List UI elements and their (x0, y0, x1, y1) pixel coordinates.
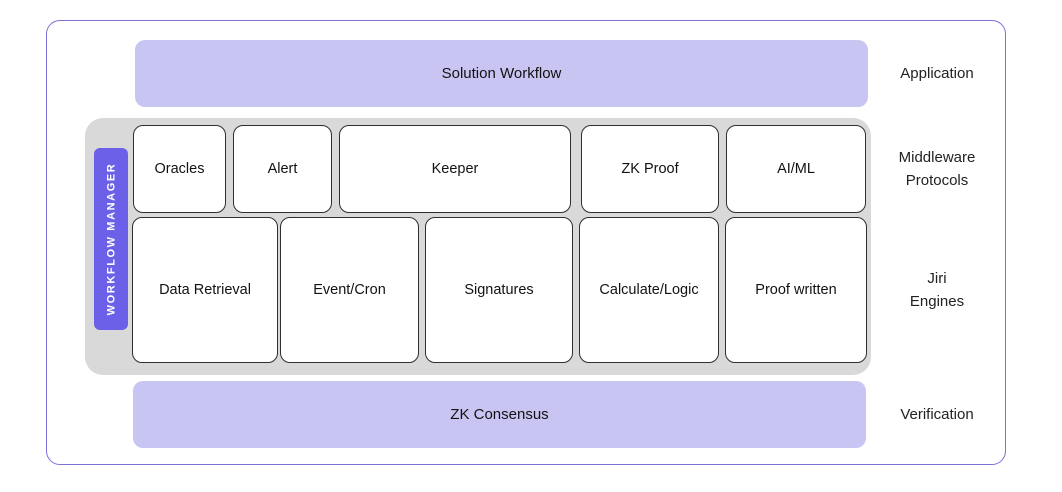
solution-workflow-label: Solution Workflow (441, 65, 562, 82)
node-event-cron: Event/Cron (280, 217, 419, 363)
node-proof-written: Proof written (725, 217, 867, 363)
workflow-manager-label: WORKFLOW MANAGER (105, 162, 118, 316)
zk-consensus-label: ZK Consensus (450, 406, 549, 423)
middleware-label-line1: Middleware (898, 149, 976, 166)
verification-label-text: Verification (900, 406, 974, 423)
middleware-label-line2: Protocols (905, 172, 969, 189)
layer-label-application: Application (876, 40, 998, 107)
node-zk-proof: ZK Proof (581, 125, 719, 213)
layer-label-jiri-engines: Jiri Engines (876, 217, 998, 363)
zk-consensus-band: ZK Consensus (133, 381, 866, 448)
solution-workflow-band: Solution Workflow (135, 40, 868, 107)
application-label-text: Application (900, 65, 974, 82)
layer-label-middleware-protocols: Middleware Protocols (876, 125, 998, 213)
node-calculate-logic: Calculate/Logic (579, 217, 719, 363)
node-ai-ml: AI/ML (726, 125, 866, 213)
node-keeper: Keeper (339, 125, 571, 213)
workflow-manager-tab: WORKFLOW MANAGER (94, 148, 128, 330)
node-oracles: Oracles (133, 125, 226, 213)
node-alert: Alert (233, 125, 332, 213)
node-data-retrieval: Data Retrieval (132, 217, 278, 363)
node-signatures: Signatures (425, 217, 573, 363)
layer-label-verification: Verification (876, 381, 998, 448)
engines-label-line2: Engines (909, 293, 965, 310)
engines-label-line1: Jiri (927, 270, 947, 287)
